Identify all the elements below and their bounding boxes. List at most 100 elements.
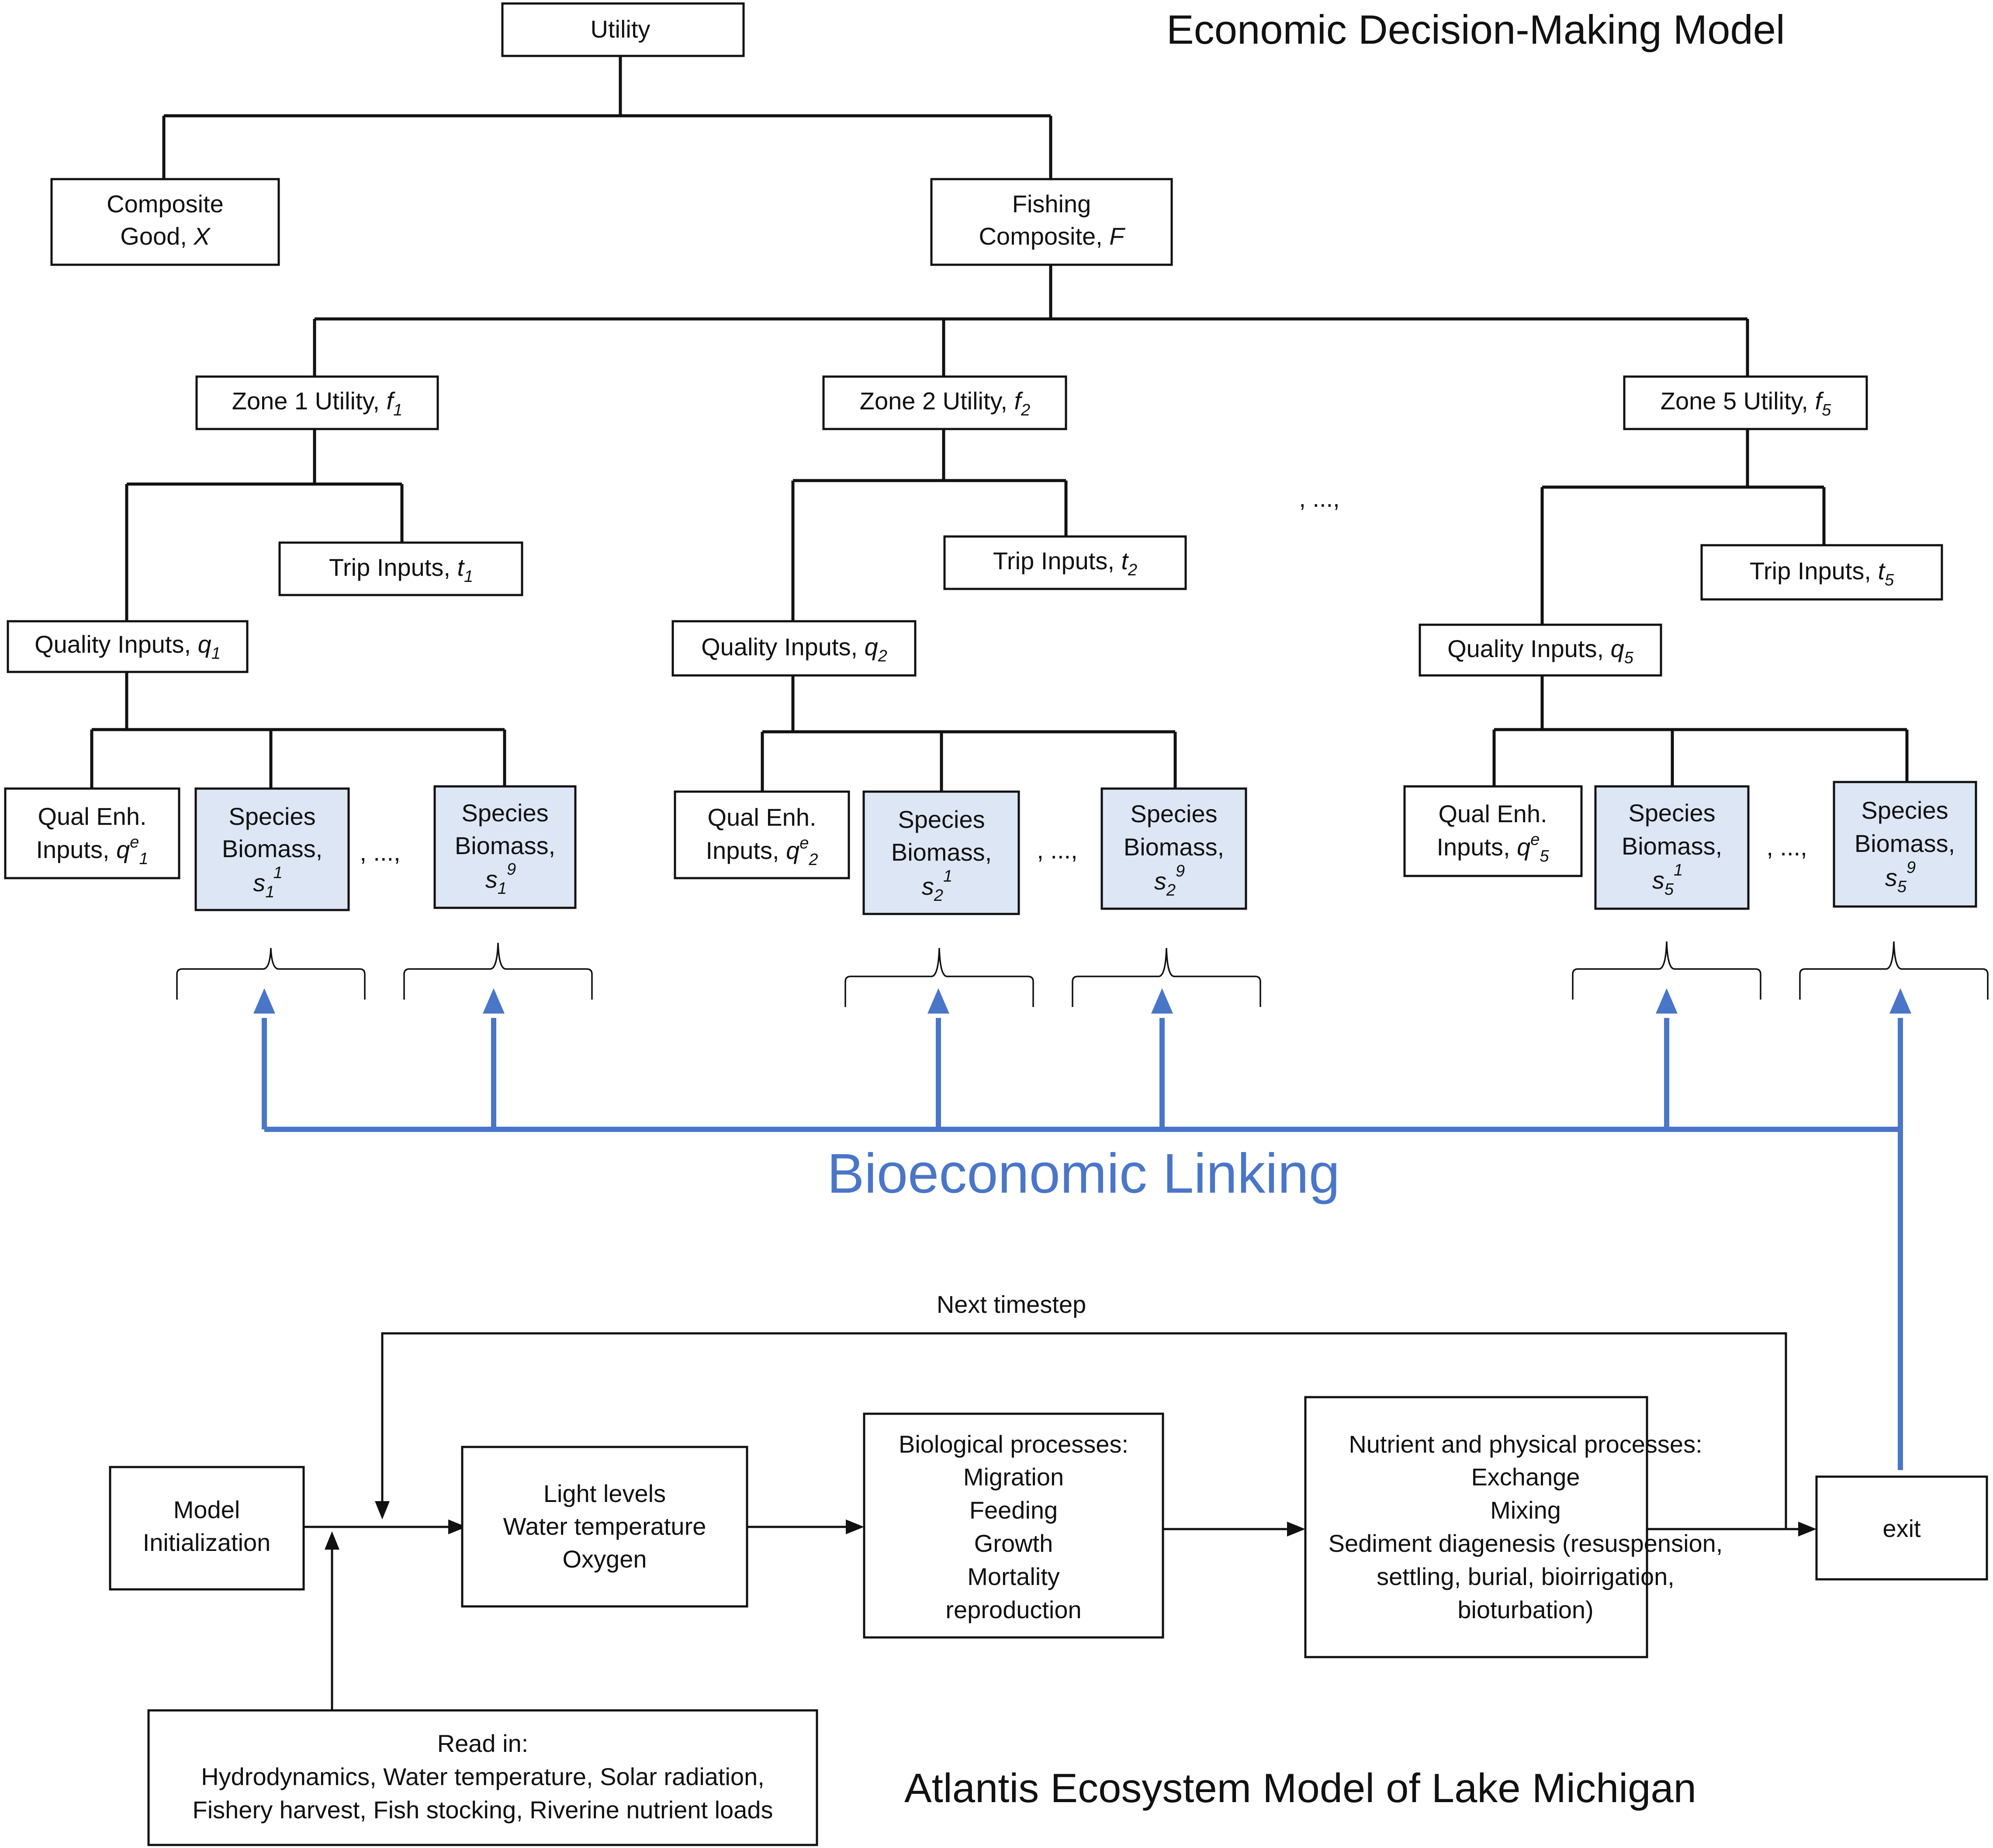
zone-1: Zone 1 Utility, f1 Trip Inputs, t1 Quali… xyxy=(4,375,577,911)
svg-text:Trip Inputs, t2: Trip Inputs, t2 xyxy=(993,547,1137,579)
svg-text:Quality Inputs, q1: Quality Inputs, q1 xyxy=(35,630,221,663)
brace-zone-1-s9 xyxy=(403,942,593,1000)
svg-text:Quality Inputs, q5: Quality Inputs, q5 xyxy=(1447,635,1634,667)
svg-text:Biomass,: Biomass, xyxy=(455,832,555,859)
svg-text:Mixing: Mixing xyxy=(1490,1496,1561,1524)
svg-text:Read in:: Read in: xyxy=(437,1730,529,1757)
zone-2-utility: Zone 2 Utility, f2 xyxy=(822,375,1067,430)
svg-text:exit: exit xyxy=(1882,1515,1921,1542)
svg-text:Water temperature: Water temperature xyxy=(503,1512,706,1540)
composite-good-node: Composite Good, X xyxy=(50,178,280,266)
zone-1-trip-inputs: Trip Inputs, t1 xyxy=(278,541,523,596)
utility-node: Utility xyxy=(501,2,745,57)
svg-text:Hydrodynamics, Water temperatu: Hydrodynamics, Water temperature, Solar … xyxy=(201,1763,765,1790)
svg-text:s59: s59 xyxy=(1885,858,1916,896)
svg-text:Initialization: Initialization xyxy=(143,1529,271,1556)
svg-text:Qual Enh.: Qual Enh. xyxy=(38,803,146,830)
nutrient-physical-processes-box: Nutrient and physical processes: Exchang… xyxy=(1304,1396,1723,1658)
utility-label: Utility xyxy=(591,15,650,43)
svg-text:Species: Species xyxy=(461,799,548,827)
zones-ellipsis: , ..., xyxy=(1299,484,1339,512)
composite-good-line1: Composite xyxy=(107,190,224,218)
tree-connectors xyxy=(90,56,1909,792)
zone-2: Zone 2 Utility, f2 Trip Inputs, t2 Quali… xyxy=(671,375,1247,915)
fishing-composite-line1: Fishing xyxy=(1012,190,1091,218)
svg-text:Biomass,: Biomass, xyxy=(1124,833,1224,861)
brace-zone-2-s9 xyxy=(1072,948,1261,1007)
brace-zone-5-s9 xyxy=(1799,941,1989,1000)
svg-text:Biomass,: Biomass, xyxy=(891,838,992,866)
svg-text:Feeding: Feeding xyxy=(969,1496,1058,1524)
zone-5-utility: Zone 5 Utility, f5 xyxy=(1623,375,1868,430)
brace-zone-2-s1 xyxy=(844,948,1034,1007)
zone-1-quality-inputs: Quality Inputs, q1 xyxy=(7,620,249,673)
zone-5-qual-enh-inputs: Qual Enh. Inputs, qe5 xyxy=(1403,785,1583,877)
zone-5-species-biomass-1: Species Biomass, s51 xyxy=(1594,785,1750,910)
zone-2-quality-inputs: Quality Inputs, q2 xyxy=(671,620,917,677)
zone-1-species-biomass-9: Species Biomass, s19 xyxy=(433,785,577,909)
svg-text:Qual Enh.: Qual Enh. xyxy=(707,803,816,831)
svg-text:Zone 5 Utility, f5: Zone 5 Utility, f5 xyxy=(1661,387,1831,419)
next-timestep-label: Next timestep xyxy=(937,1291,1086,1318)
svg-text:Species: Species xyxy=(898,806,985,833)
brace-zone-1-s1 xyxy=(176,948,366,1000)
svg-text:Inputs, qe2: Inputs, qe2 xyxy=(706,834,818,869)
composite-good-line2: Good, X xyxy=(120,222,211,250)
zone-5: Zone 5 Utility, f5 Trip Inputs, t5 Quali… xyxy=(1403,375,1977,910)
zone-2-species-biomass-9: Species Biomass, s29 xyxy=(1100,787,1247,910)
bioeconomic-linking-label: Bioeconomic Linking xyxy=(827,1142,1340,1205)
zone-2-species-ellipsis: , ..., xyxy=(1037,836,1077,864)
svg-text:s51: s51 xyxy=(1652,861,1683,899)
svg-text:Growth: Growth xyxy=(974,1530,1053,1557)
atlantis-model-title: Atlantis Ecosystem Model of Lake Michiga… xyxy=(904,1765,1696,1811)
svg-text:Sediment diagenesis (resuspens: Sediment diagenesis (resuspension, xyxy=(1329,1530,1723,1557)
svg-text:Species: Species xyxy=(1130,800,1217,827)
svg-text:Migration: Migration xyxy=(963,1463,1064,1491)
zone-1-species-biomass-1: Species Biomass, s11 xyxy=(194,787,350,911)
biological-processes-box: Biological processes: Migration Feeding … xyxy=(863,1412,1164,1639)
zone-5-quality-inputs: Quality Inputs, q5 xyxy=(1419,623,1662,677)
svg-text:Oxygen: Oxygen xyxy=(563,1545,647,1573)
svg-text:s29: s29 xyxy=(1154,862,1185,900)
svg-text:Model: Model xyxy=(173,1496,240,1523)
fishing-composite-line2: Composite, F xyxy=(979,222,1125,250)
svg-text:bioturbation): bioturbation) xyxy=(1457,1596,1593,1623)
svg-text:Biomass,: Biomass, xyxy=(222,835,322,862)
svg-text:Species: Species xyxy=(1628,799,1715,827)
svg-text:Mortality: Mortality xyxy=(967,1563,1060,1590)
read-in-box: Read in: Hydrodynamics, Water temperatur… xyxy=(147,1709,818,1846)
svg-text:Fishery harvest, Fish stocking: Fishery harvest, Fish stocking, Riverine… xyxy=(193,1796,773,1824)
zone-2-species-biomass-1: Species Biomass, s21 xyxy=(862,790,1020,915)
exit-box: exit xyxy=(1815,1475,1988,1581)
zone-1-utility: Zone 1 Utility, f1 xyxy=(195,375,439,430)
zone-1-qual-enh-inputs: Qual Enh. Inputs, qe1 xyxy=(4,787,180,879)
svg-text:Qual Enh.: Qual Enh. xyxy=(1438,800,1547,827)
model-initialization-box: Model Initialization xyxy=(109,1466,305,1591)
svg-text:Inputs, qe1: Inputs, qe1 xyxy=(36,833,148,868)
light-levels-box: Light levels Water temperature Oxygen xyxy=(461,1446,748,1608)
economic-model-title: Economic Decision-Making Model xyxy=(1166,7,1785,52)
svg-text:Quality Inputs, q2: Quality Inputs, q2 xyxy=(701,633,887,665)
svg-text:reproduction: reproduction xyxy=(945,1596,1081,1623)
svg-text:s19: s19 xyxy=(485,860,516,898)
svg-text:settling, burial, bioirrigatio: settling, burial, bioirrigation, xyxy=(1377,1563,1675,1590)
fishing-composite-node: Fishing Composite, F xyxy=(930,178,1173,266)
svg-text:Zone 2 Utility, f2: Zone 2 Utility, f2 xyxy=(860,387,1030,419)
svg-text:Light levels: Light levels xyxy=(543,1480,666,1507)
svg-text:Biological processes:: Biological processes: xyxy=(899,1430,1128,1458)
svg-text:Biomass,: Biomass, xyxy=(1622,832,1722,860)
svg-text:s21: s21 xyxy=(922,867,952,905)
brace-zone-5-s1 xyxy=(1572,941,1761,1000)
bioeconomic-linking-arrows xyxy=(253,988,1911,1470)
svg-text:Species: Species xyxy=(1861,796,1948,824)
svg-text:Species: Species xyxy=(228,803,315,830)
svg-text:Trip Inputs, t1: Trip Inputs, t1 xyxy=(329,554,473,586)
species-braces xyxy=(176,941,1989,1007)
svg-text:Nutrient and physical processe: Nutrient and physical processes: xyxy=(1349,1430,1702,1458)
svg-text:s11: s11 xyxy=(253,864,282,901)
svg-text:Zone 1 Utility, f1: Zone 1 Utility, f1 xyxy=(232,387,402,419)
zone-1-species-ellipsis: , ..., xyxy=(360,838,400,866)
svg-text:Biomass,: Biomass, xyxy=(1855,830,1955,857)
zone-2-qual-enh-inputs: Qual Enh. Inputs, qe2 xyxy=(674,790,850,879)
